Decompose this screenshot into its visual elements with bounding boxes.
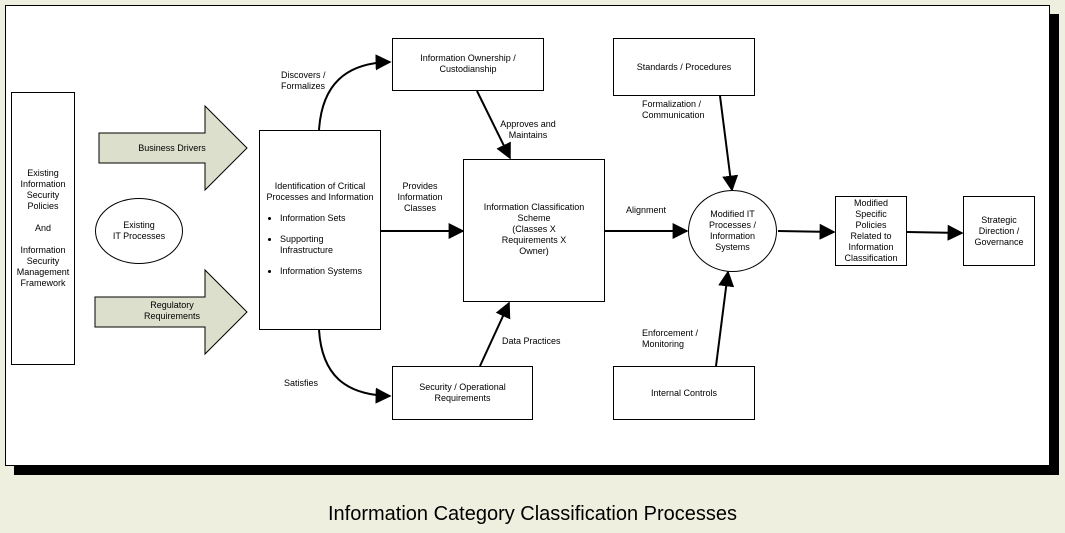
provides-label: Provides Information Classes bbox=[397, 181, 443, 213]
existing-it-processes-text: Existing IT Processes bbox=[112, 220, 166, 241]
satisfies-arrow bbox=[318, 329, 392, 404]
modified-policies-box: Modified Specific Policies Related to In… bbox=[835, 196, 907, 266]
internal-controls-box: Internal Controls bbox=[613, 366, 755, 420]
ownership-box: Information Ownership / Custodianship bbox=[392, 38, 544, 91]
security-box: Security / Operational Requirements bbox=[392, 366, 533, 420]
standards-text: Standards / Procedures bbox=[636, 61, 732, 72]
regulatory-requirements-label: Regulatory Requirements bbox=[143, 300, 201, 321]
strategic-text: Strategic Direction / Governance bbox=[974, 214, 1024, 247]
discovers-label: Discovers / Formalizes bbox=[281, 70, 326, 91]
policies-to-strategic-arrow bbox=[906, 224, 964, 241]
modified-policies-text: Modified Specific Policies Related to In… bbox=[844, 198, 898, 263]
modified-it-to-policies-arrow bbox=[777, 223, 836, 240]
security-text: Security / Operational Requirements bbox=[419, 382, 506, 403]
identification-item: Supporting Infrastructure bbox=[280, 234, 380, 256]
approves-label: Approves and Maintains bbox=[500, 119, 556, 140]
identification-item: Information Sets bbox=[280, 213, 380, 224]
existing-policies-box: Existing Information Security Policies A… bbox=[11, 92, 75, 365]
existing-policies-text: Existing Information Security Policies A… bbox=[16, 168, 70, 288]
formalization-arrow bbox=[719, 95, 739, 192]
diagram-caption: Information Category Classification Proc… bbox=[327, 503, 738, 525]
business-drivers-label: Business Drivers bbox=[138, 143, 206, 153]
identification-box: Identification of Critical Processes and… bbox=[259, 130, 381, 330]
data-practices-label: Data Practices bbox=[502, 336, 561, 346]
classification-box: Information Classification Scheme (Class… bbox=[463, 159, 605, 302]
internal-controls-text: Internal Controls bbox=[650, 387, 718, 398]
ownership-text: Information Ownership / Custodianship bbox=[420, 53, 516, 74]
business-drivers-fat-arrow bbox=[98, 104, 248, 192]
regulatory-fat-arrow bbox=[94, 268, 248, 356]
discovers-arrow bbox=[318, 54, 392, 131]
enforcement-arrow bbox=[715, 270, 735, 367]
formalization-label: Formalization / Communication bbox=[642, 99, 705, 120]
identification-title: Identification of Critical Processes and… bbox=[266, 181, 374, 202]
identification-item: Information Systems bbox=[280, 266, 380, 277]
standards-box: Standards / Procedures bbox=[613, 38, 755, 96]
modified-it-text: Modified IT Processes / Information Syst… bbox=[708, 209, 757, 252]
modified-it-ellipse: Modified IT Processes / Information Syst… bbox=[688, 190, 777, 272]
existing-it-processes-ellipse: Existing IT Processes bbox=[95, 198, 183, 264]
enforcement-label: Enforcement / Monitoring bbox=[642, 328, 699, 349]
strategic-box: Strategic Direction / Governance bbox=[963, 196, 1035, 266]
identification-list: Information Sets Supporting Infrastructu… bbox=[260, 213, 380, 287]
alignment-label: Alignment bbox=[626, 205, 667, 215]
classification-text: Information Classification Scheme (Class… bbox=[483, 202, 585, 256]
approves-arrow bbox=[476, 90, 511, 160]
satisfies-label: Satisfies bbox=[284, 378, 319, 388]
data-practices-arrow bbox=[479, 301, 511, 367]
